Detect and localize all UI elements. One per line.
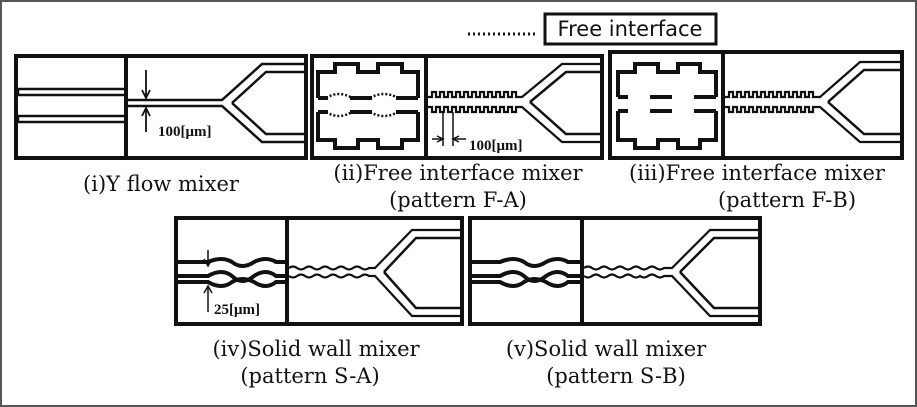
y-channel-lower-inner	[529, 101, 602, 136]
wavy-channel-lower	[288, 273, 462, 318]
chamber-top-wall	[616, 62, 718, 97]
free-interface-bottom	[325, 110, 399, 118]
wavy-channel-upper	[288, 228, 462, 271]
legend-box	[543, 12, 718, 46]
panel-free-interface-a: 100[μm] (ii)Free interface mixer (patter…	[310, 54, 604, 212]
y-channel-upper-inner	[529, 70, 602, 103]
serpentine-upper	[428, 62, 602, 99]
panel-frame	[14, 54, 308, 160]
panel-frame	[468, 216, 762, 326]
serpentine-lower	[428, 105, 602, 144]
channel-wall-bottom	[16, 114, 128, 124]
y-channel-lower-inner	[679, 271, 760, 310]
arrow-head-right	[436, 135, 445, 143]
panel-caption-line1: (ii)Free interface mixer	[333, 161, 583, 185]
panel-frame	[310, 54, 604, 160]
dimension-label: 100[μm]	[158, 124, 212, 140]
wavy-wall-bottom	[472, 277, 582, 288]
panel-solid-wall-a: 25[μm] (iv)Solid wall mixer (pattern S-A…	[174, 216, 464, 388]
panel-frame	[174, 216, 464, 326]
arrow-head-down	[141, 89, 151, 101]
panel-solid-wall-b: (v)Solid wall mixer (pattern S-B)	[468, 216, 762, 388]
panel-caption-line2: (pattern S-B)	[546, 364, 686, 388]
y-channel-upper-inner	[679, 236, 760, 273]
y-channel-upper-inner	[827, 68, 902, 103]
wavy-channel-upper	[583, 228, 760, 271]
chamber-bottom-wall	[616, 111, 718, 150]
wavy-wall-bottom	[178, 277, 287, 288]
panel-caption-line1: (v)Solid wall mixer	[506, 337, 707, 361]
y-channel-lower-inner	[827, 101, 902, 136]
channel-wall-top	[16, 87, 128, 97]
y-channel-lower-outer	[128, 104, 306, 144]
panel-caption-line1: (iii)Free interface mixer	[629, 161, 886, 185]
y-channel-upper-outer	[128, 62, 306, 102]
wavy-wall-top	[178, 257, 287, 268]
dimension-label: 25[μm]	[214, 302, 260, 318]
panel-caption-line2: (pattern S-A)	[240, 364, 379, 388]
legend-label: Free interface	[558, 17, 703, 41]
wavy-wall-top	[472, 257, 582, 268]
y-channel-upper-inner	[383, 236, 462, 273]
panel-frame	[608, 50, 904, 160]
free-interface-top	[325, 92, 399, 100]
wavy-channel-lower	[583, 273, 760, 318]
panel-caption-line2: (pattern F-B)	[718, 188, 856, 212]
y-channel-upper-inner	[231, 70, 306, 104]
serpentine-upper	[725, 60, 902, 99]
panel-caption-line1: (iv)Solid wall mixer	[212, 337, 420, 361]
panel-caption: (i)Y flow mixer	[83, 172, 240, 196]
panel-caption-line2: (pattern F-A)	[389, 188, 527, 212]
arrow-head-down	[203, 258, 213, 268]
legend: Free interface	[468, 12, 718, 46]
chamber-top-wall	[316, 62, 420, 98]
panel-y-flow: 100[μm] (i)Y flow mixer	[14, 54, 308, 196]
arrow-head-up	[203, 284, 213, 294]
chamber-bottom-wall	[316, 112, 420, 150]
arrow-head-up	[141, 105, 151, 117]
serpentine-lower	[725, 105, 902, 144]
y-channel-lower-inner	[383, 271, 462, 310]
arrow-head-left	[451, 135, 460, 143]
panel-free-interface-b: (iii)Free interface mixer (pattern F-B)	[608, 50, 904, 212]
y-channel-lower-inner	[231, 102, 306, 136]
dimension-label: 100[μm]	[469, 138, 523, 154]
